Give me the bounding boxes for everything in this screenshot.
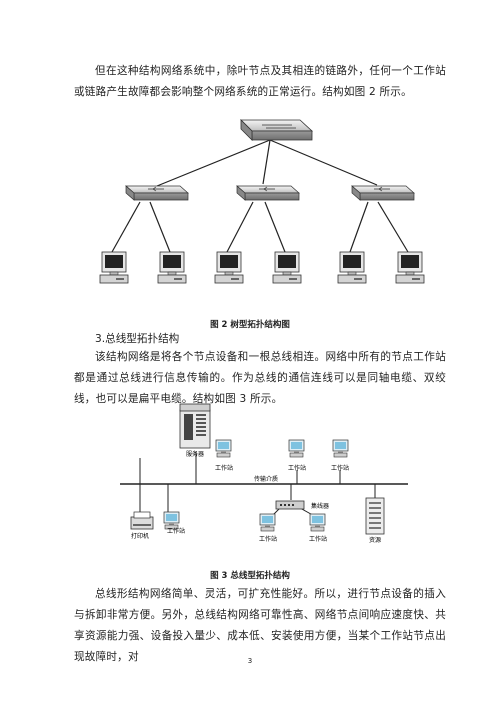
paragraph-bus-advantages: 总线形结构网络简单、灵活，可扩充性能好。所以，进行节点设备的插入与拆卸非常方便。… (74, 588, 446, 663)
paragraph-bus-intro: 该结构网络是将各个节点设备和一根总线相连。网络中所有的节点工作站都是通过总线进行… (74, 351, 446, 405)
root-switch-icon (240, 119, 314, 141)
figure3-caption: 图 3 总线型拓扑结构 (210, 571, 290, 581)
printer-icon (130, 511, 154, 530)
workstation-icon (309, 513, 326, 532)
workstation-label-5: 工作站 (259, 535, 277, 543)
workstation-icon (163, 511, 180, 530)
computer-icon (157, 251, 187, 284)
computer-icon (272, 251, 302, 284)
computer-icon (99, 251, 129, 284)
figure2-caption: 图 2 树型拓扑结构图 (210, 320, 290, 330)
workstation-icon (259, 513, 276, 532)
tree-links (111, 139, 409, 253)
workstation-icon (215, 439, 232, 458)
printer-label: 打印机 (131, 532, 149, 540)
page-number: 3 (247, 657, 253, 665)
computer-icon (395, 251, 425, 284)
switch-middle-icon (236, 185, 300, 201)
workstation-label-1: 工作站 (215, 464, 233, 472)
computer-icon (214, 251, 244, 284)
paragraph-tree-fault: 但在这种结构网络系统中，除叶节点及其相连的链路外，任何一个工作站或链路产生故障都… (74, 65, 446, 98)
workstation-icon (332, 439, 349, 458)
hub-label: 集线器 (311, 502, 329, 510)
resource-rack-icon (365, 497, 385, 535)
server-label: 服务器 (186, 450, 204, 458)
workstation-label-2: 工作站 (288, 464, 306, 472)
workstation-label-6: 工作站 (309, 535, 327, 543)
workstation-label-4: 工作站 (167, 527, 185, 535)
server-icon (179, 403, 211, 449)
resource-label: 资源 (369, 536, 381, 544)
computer-icon (337, 251, 367, 284)
switch-left-icon (125, 185, 189, 201)
workstation-label-3: 工作站 (331, 464, 349, 472)
tree-computers (99, 251, 425, 284)
workstation-icon (288, 439, 305, 458)
medium-label: 传输介质 (254, 475, 278, 483)
bus-workstations (163, 439, 349, 532)
section-heading-bus: 3.总线型拓扑结构 (95, 333, 180, 345)
switch-right-icon (351, 185, 415, 201)
hub-icon (275, 500, 305, 510)
